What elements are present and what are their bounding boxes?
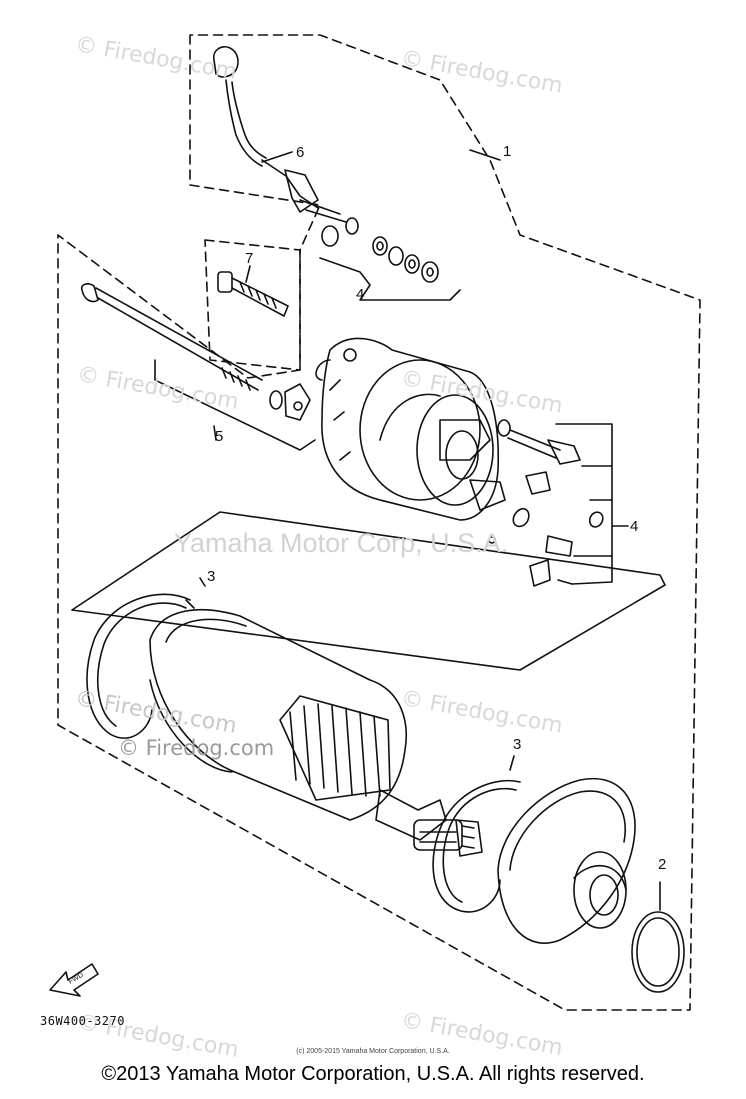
callout-6: 6: [296, 144, 305, 161]
bolt-group-box: [204, 239, 301, 371]
callout-1: 1: [503, 143, 512, 160]
callout-4-upper: 4: [356, 286, 365, 303]
copyright-footer: ©2013 Yamaha Motor Corporation, U.S.A. A…: [101, 1063, 645, 1085]
terminal-hardware-part-4: [321, 217, 439, 283]
end-cover-assembly: [315, 337, 506, 521]
front-cover: [497, 777, 636, 944]
callout-5: 5: [215, 428, 224, 445]
o-ring-upper-part-3: [86, 593, 195, 739]
o-ring-lower-part-3: [432, 779, 521, 913]
watermark-9: © Firedog.com: [118, 736, 275, 760]
assembly-boundary: [57, 34, 701, 1011]
through-bolt-part-5: [80, 283, 311, 421]
bolt-part-7: [217, 271, 289, 317]
brush-parts-part-4: [488, 419, 629, 587]
callout-7: 7: [245, 250, 254, 267]
armature-group-box: [71, 511, 666, 671]
callout-2: 2: [658, 856, 667, 873]
lead-wire-part-6: [212, 45, 347, 223]
callout-4-lower: 4: [630, 518, 639, 535]
diagram-code: 36W400-3270: [40, 1014, 125, 1028]
armature-yoke: [149, 609, 483, 857]
small-copyright: (c) 2005-2015 Yamaha Motor Corporation, …: [296, 1048, 450, 1055]
callout-3-lower: 3: [513, 736, 522, 753]
watermark-center: Yamaha Motor Corp, U.S.A.: [174, 528, 509, 558]
o-ring-part-2: [631, 911, 685, 993]
callout-3-upper: 3: [207, 568, 216, 585]
fwd-arrow-icon: [49, 963, 99, 997]
